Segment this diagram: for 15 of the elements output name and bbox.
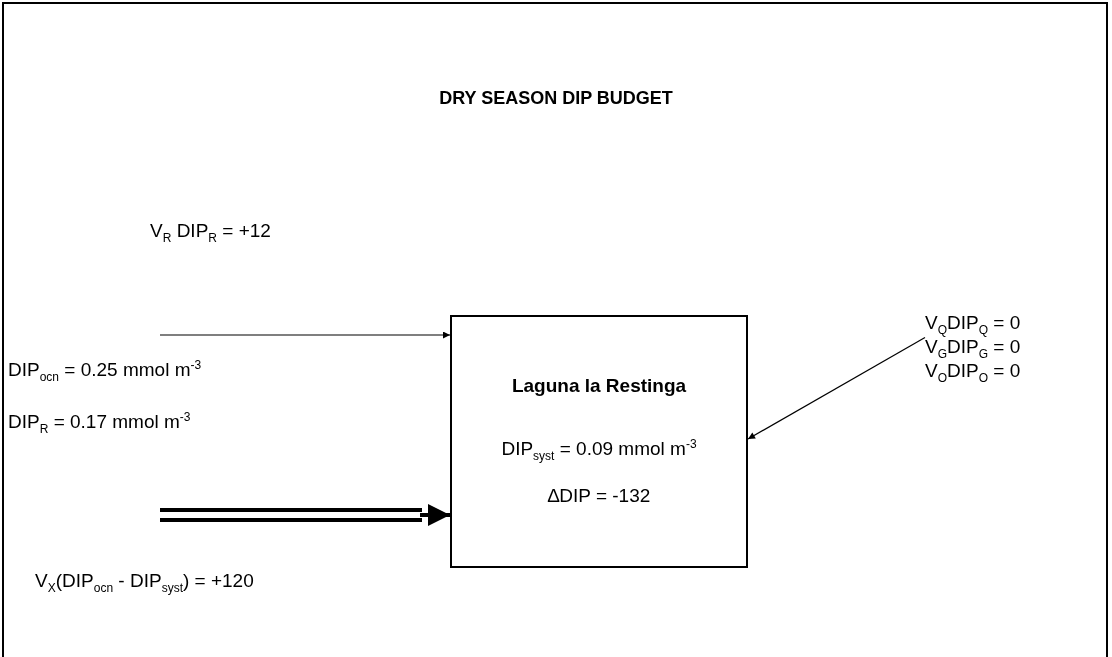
arrow (747, 337, 926, 440)
flux-equation: V$_{G}$DIP$_{G}$ = 0 (925, 336, 1021, 361)
flux-equation: ∆DIP = -132 (546, 485, 652, 507)
diagram-title: DRY SEASON DIP BUDGET (438, 88, 674, 109)
arrow (159, 331, 451, 339)
arrow (158, 504, 452, 526)
flux-equation: V$_{Q}$DIP$_{Q}$ = 0 (925, 312, 1021, 337)
lagoon-box (450, 315, 748, 568)
flux-equation: V$_{O}$DIP$_{O}$ = 0 (925, 360, 1021, 385)
box-title: Laguna la Restinga (510, 375, 688, 397)
concentration-label: DIP$_{ocn}$ = 0.25 mmol m$^{-3}$ (8, 358, 202, 385)
edge-label: V$_{X}$(DIP$_{ocn}$ - DIP$_{syst}$) = +120 (35, 570, 254, 595)
flux-equation: DIP$_{syst}$ = 0.09 mmol m$^{-3}$ (500, 437, 698, 464)
concentration-label: DIP$_{R}$ = 0.17 mmol m$^{-3}$ (8, 410, 191, 437)
edge-label: V$_{R}$ DIP$_{R}$ = +12 (150, 220, 271, 245)
